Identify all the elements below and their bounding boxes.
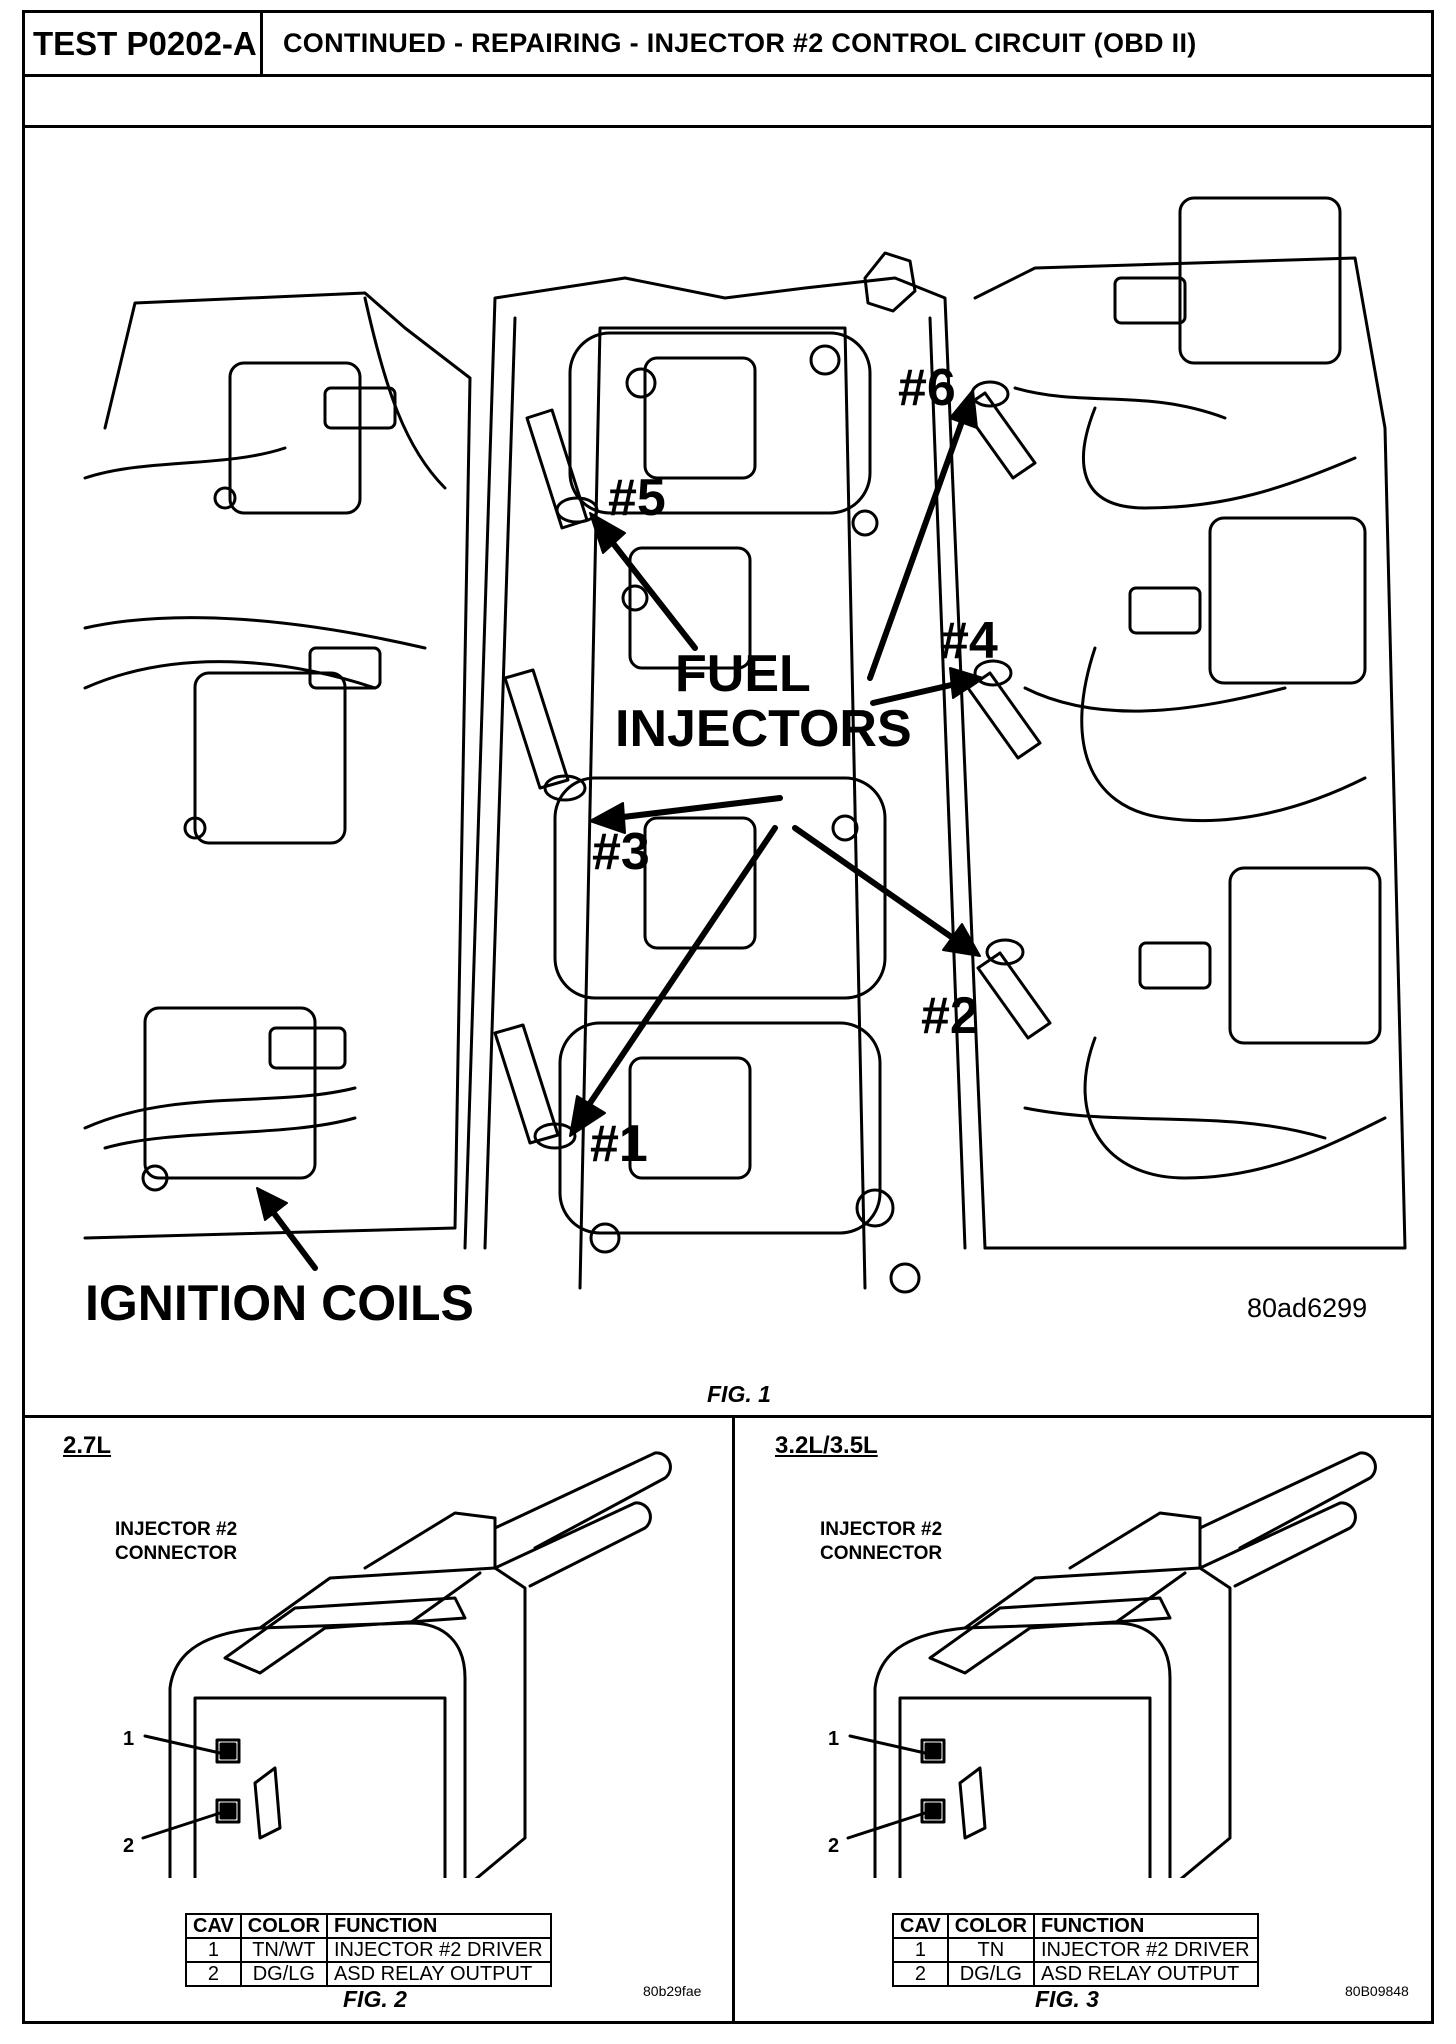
cell-cav: 2 [185,1961,242,1987]
connector-label-line2: CONNECTOR [820,1543,943,1564]
connector-label: INJECTOR #2 CONNECTOR [820,1518,942,1566]
header-spacer-row [25,77,1431,128]
col-header-cav: CAV [185,1913,242,1939]
connector-label-line2: CONNECTOR [115,1543,238,1564]
panel-fig2: 2.7L INJECTOR #2 CONNECTOR 1 2 CAV [25,1418,735,2024]
injector-label-4: #4 [940,612,998,670]
engine-label: 3.2L/3.5L [775,1432,878,1459]
fig2-ref-code: 80b29fae [643,1983,702,1999]
figure1-caption: FIG. 1 [707,1381,771,1407]
injector-label-1: #1 [590,1115,648,1173]
injector-label-5: #5 [608,469,666,527]
figure1-ref-code: 80ad6299 [1247,1293,1368,1323]
connector-drawing [141,1451,672,1878]
pin-label-2: 2 [828,1835,840,1857]
col-header-function: FUNCTION [1032,1913,1259,1939]
cell-color: TN/WT [239,1937,328,1963]
cavity-table: CAV COLOR FUNCTION 1 TN INJECTOR #2 DRIV… [892,1913,1259,1987]
header-row: TEST P0202-A CONTINUED - REPAIRING - INJ… [25,13,1431,77]
cell-cav: 2 [892,1961,949,1987]
table-row: 1 TN/WT INJECTOR #2 DRIVER [185,1937,552,1963]
connector-label-line1: INJECTOR #2 [115,1519,238,1540]
panel-fig3: 3.2L/3.5L INJECTOR #2 CONNECTOR 1 2 [735,1418,1431,2024]
cell-color: TN [946,1937,1035,1963]
cell-function: ASD RELAY OUTPUT [1032,1961,1259,1987]
test-id: TEST P0202-A [25,13,263,74]
connector-label: INJECTOR #2 CONNECTOR [115,1518,237,1566]
connector-label-line1: INJECTOR #2 [820,1519,943,1540]
cell-function: ASD RELAY OUTPUT [325,1961,552,1987]
col-header-function: FUNCTION [325,1913,552,1939]
pin-label-1: 1 [123,1728,135,1750]
pin-label-2: 2 [123,1835,135,1857]
injector-label-3: #3 [592,823,650,881]
engine-illustration [83,196,1407,1294]
cell-color: DG/LG [239,1961,328,1987]
table-row: 2 DG/LG ASD RELAY OUTPUT [892,1961,1259,1987]
col-header-cav: CAV [892,1913,949,1939]
pin-label-1: 1 [828,1728,840,1750]
cell-cav: 1 [892,1937,949,1963]
fig3-caption: FIG. 3 [1035,1986,1099,2012]
table-row: 2 DG/LG ASD RELAY OUTPUT [185,1961,552,1987]
label-injectors: INJECTORS [615,700,912,758]
col-header-color: COLOR [239,1913,328,1939]
connector-drawing [846,1451,1377,1878]
cell-cav: 1 [185,1937,242,1963]
fig3-ref-code: 80B09848 [1345,1983,1409,1999]
engine-label: 2.7L [63,1432,112,1459]
fig2-caption: FIG. 2 [343,1986,407,2012]
figure-1: #6 #5 #4 #3 #2 #1 FUEL INJECTORS IGNITIO… [25,128,1431,1418]
injector-label-2: #2 [921,987,979,1045]
injector-label-6: #6 [898,359,956,417]
cell-function: INJECTOR #2 DRIVER [1032,1937,1259,1963]
cavity-table: CAV COLOR FUNCTION 1 TN/WT INJECTOR #2 D… [185,1913,552,1987]
header-title: CONTINUED - REPAIRING - INJECTOR #2 CONT… [283,28,1197,58]
col-header-color: COLOR [946,1913,1035,1939]
label-fuel: FUEL [675,645,811,703]
label-ignition-coils: IGNITION COILS [85,1275,474,1331]
diagram-page: TEST P0202-A CONTINUED - REPAIRING - INJ… [22,10,1434,2024]
cell-color: DG/LG [946,1961,1035,1987]
cell-function: INJECTOR #2 DRIVER [325,1937,552,1963]
table-row: 1 TN INJECTOR #2 DRIVER [892,1937,1259,1963]
